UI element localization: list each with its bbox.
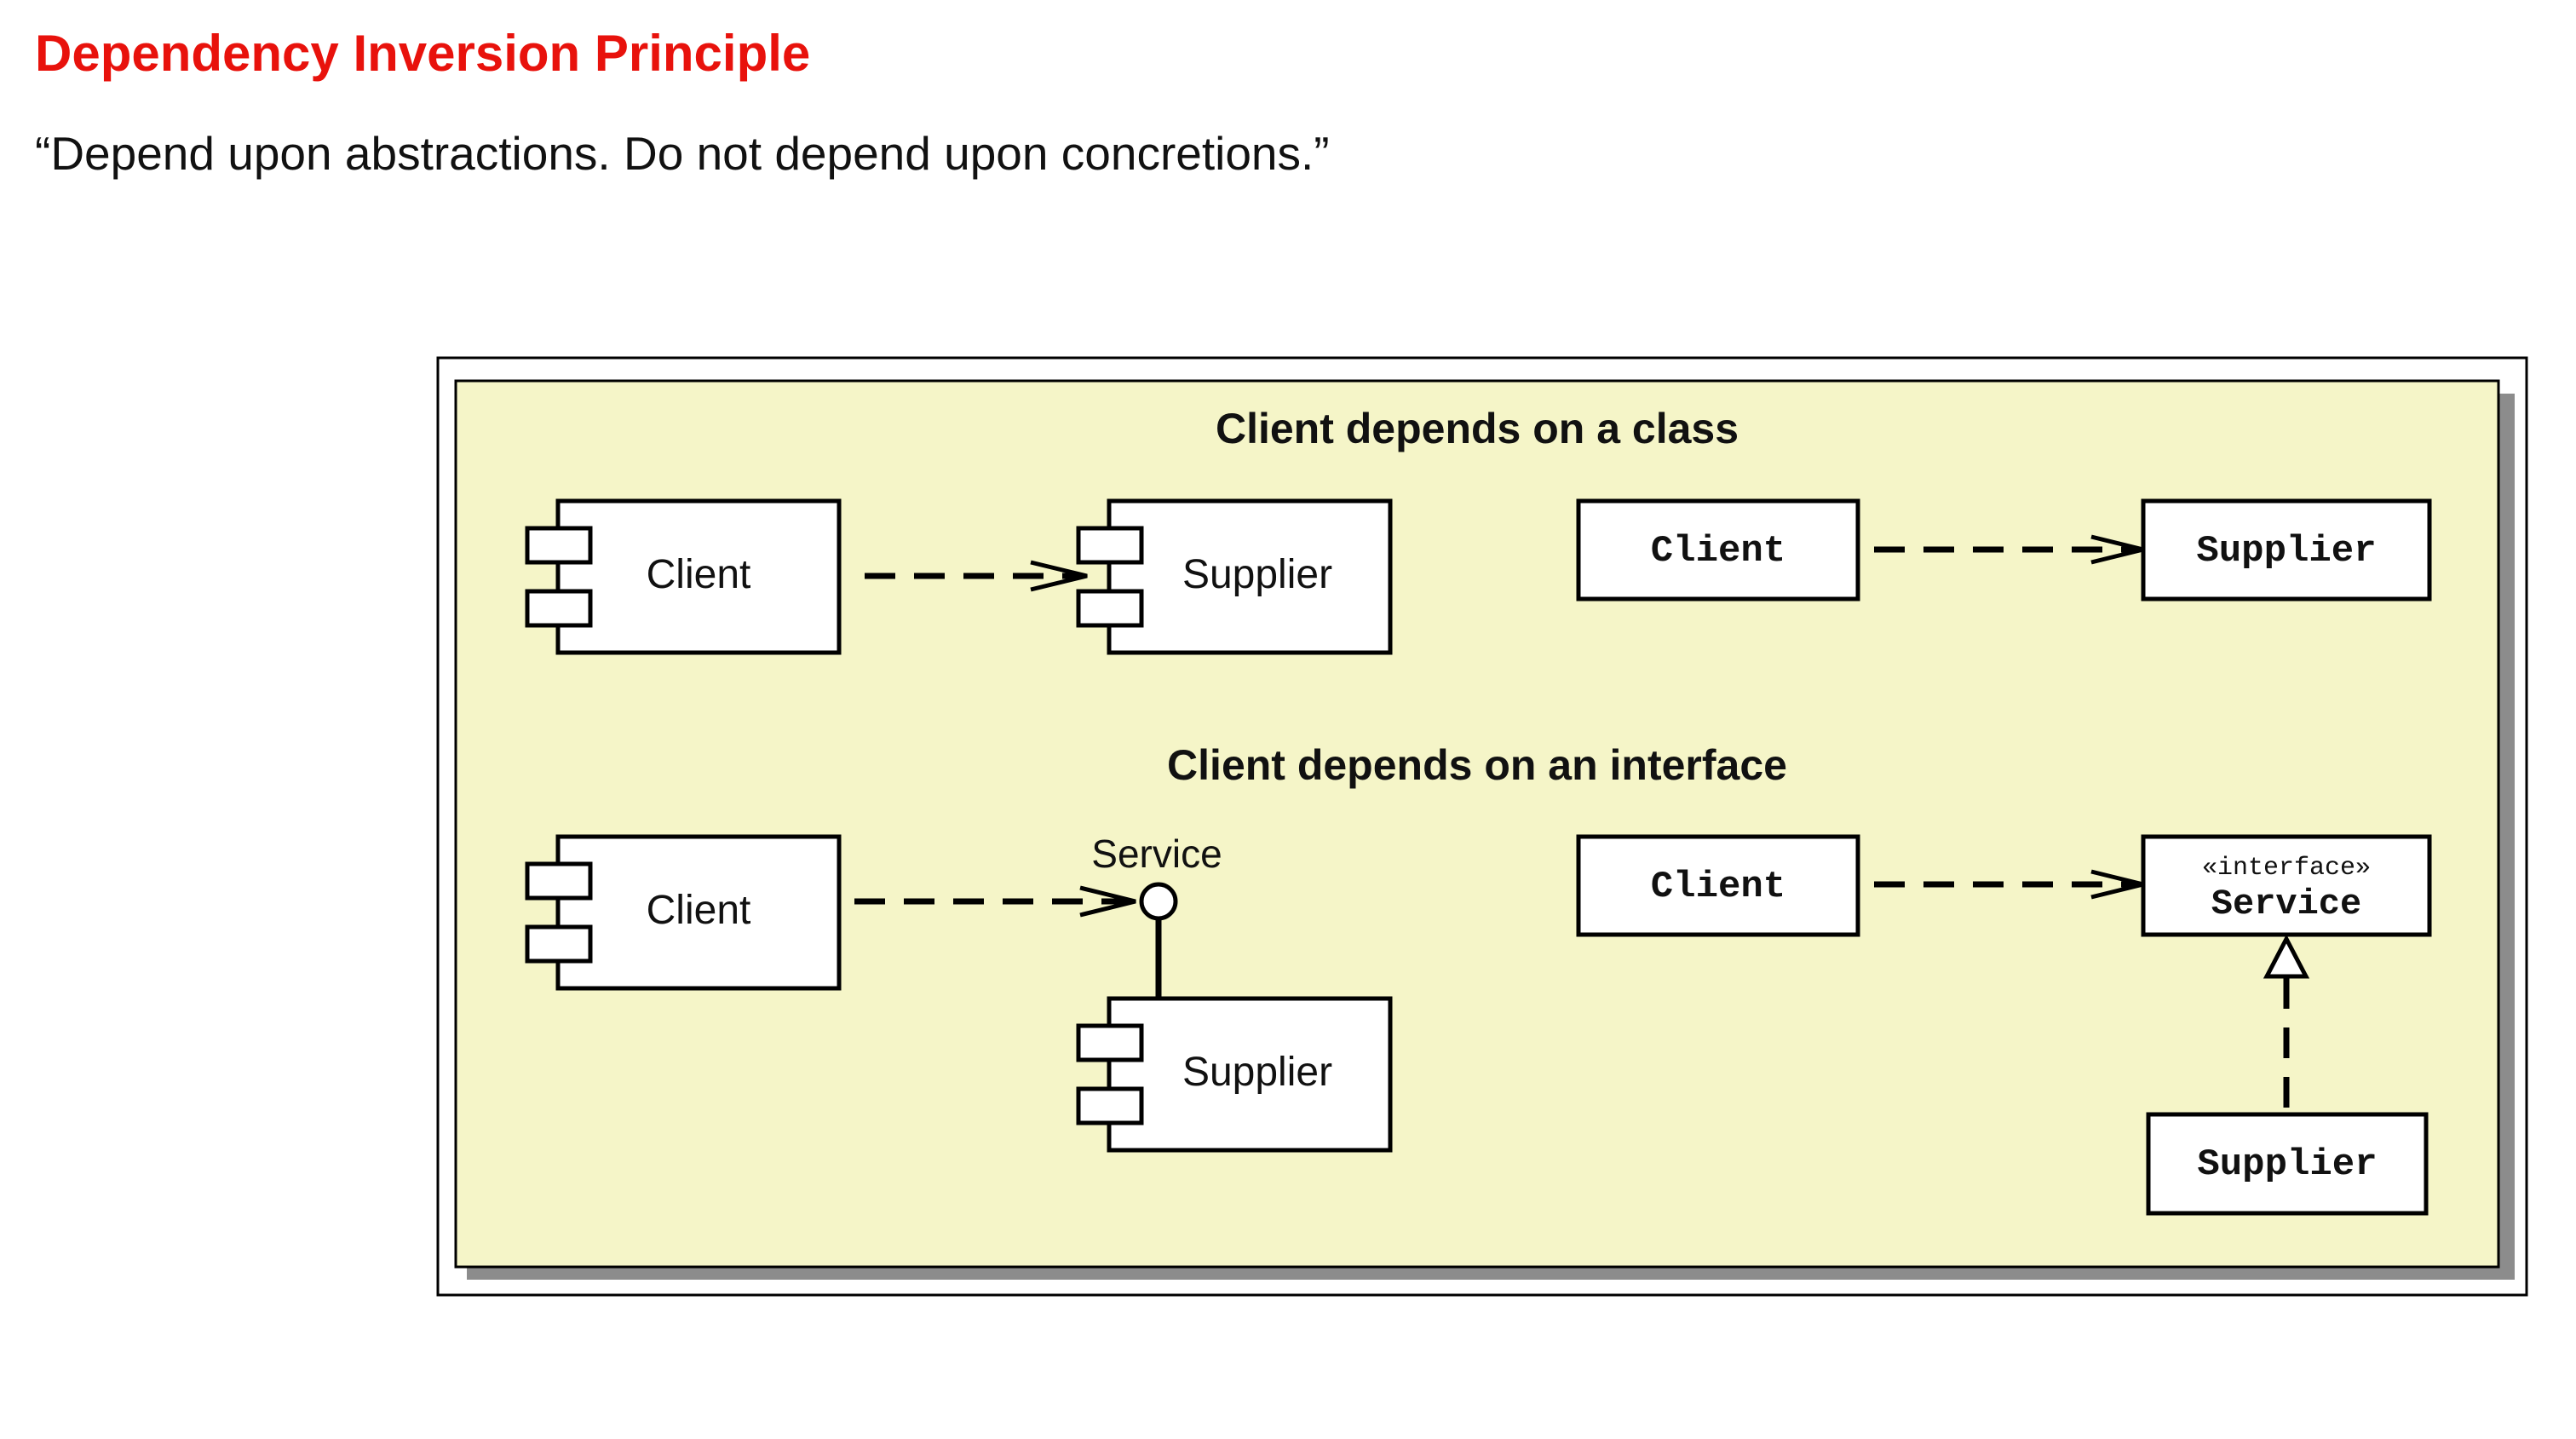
component-icon-port-lower (1076, 1086, 1144, 1125)
realization-triangle-icon (2263, 934, 2310, 979)
component-client-label: Client (647, 888, 751, 933)
component-icon-port-upper (1076, 526, 1144, 565)
realization-arrow (2263, 934, 2310, 1113)
class-supplier-label: Supplier (2197, 1143, 2377, 1186)
interface-stereotype-label: «interface» (2202, 854, 2371, 883)
component-client-top: Client (525, 498, 842, 655)
dependency-arrow-top-left (865, 560, 1088, 592)
component-client-bottom: Client (525, 834, 842, 991)
dependency-arrow-bottom-left (854, 885, 1136, 918)
component-supplier-label: Supplier (1182, 1050, 1332, 1095)
class-client-bottom: Client (1576, 834, 1860, 937)
principle-quote: “Depend upon abstractions. Do not depend… (35, 127, 1330, 180)
heading-client-depends-on-class: Client depends on a class (1216, 405, 1739, 452)
interface-lollipop-circle (1139, 882, 1178, 921)
interface-service-label: Service (1091, 832, 1222, 876)
component-icon-port-lower (525, 924, 593, 964)
component-icon-port-upper (525, 861, 593, 901)
class-service-interface: «interface» Service (2141, 834, 2432, 937)
component-supplier-top: Supplier (1076, 498, 1393, 655)
component-icon-port-lower (1076, 589, 1144, 628)
component-client-label: Client (647, 552, 751, 597)
class-client-label: Client (1651, 530, 1785, 573)
component-icon-port-upper (525, 526, 593, 565)
class-client-top: Client (1576, 498, 1860, 602)
interface-lollipop (1139, 882, 1178, 999)
component-supplier-bottom: Supplier (1076, 996, 1393, 1153)
class-supplier-top: Supplier (2141, 498, 2432, 602)
class-client-label: Client (1651, 866, 1785, 908)
class-service-label: Service (2211, 884, 2361, 924)
page-title: Dependency Inversion Principle (35, 25, 811, 82)
class-supplier-label: Supplier (2196, 530, 2376, 573)
class-supplier-bottom: Supplier (2146, 1112, 2429, 1216)
component-supplier-label: Supplier (1182, 552, 1332, 597)
component-icon-port-upper (1076, 1023, 1144, 1062)
heading-client-depends-on-interface: Client depends on an interface (1167, 741, 1787, 789)
component-icon-port-lower (525, 589, 593, 628)
